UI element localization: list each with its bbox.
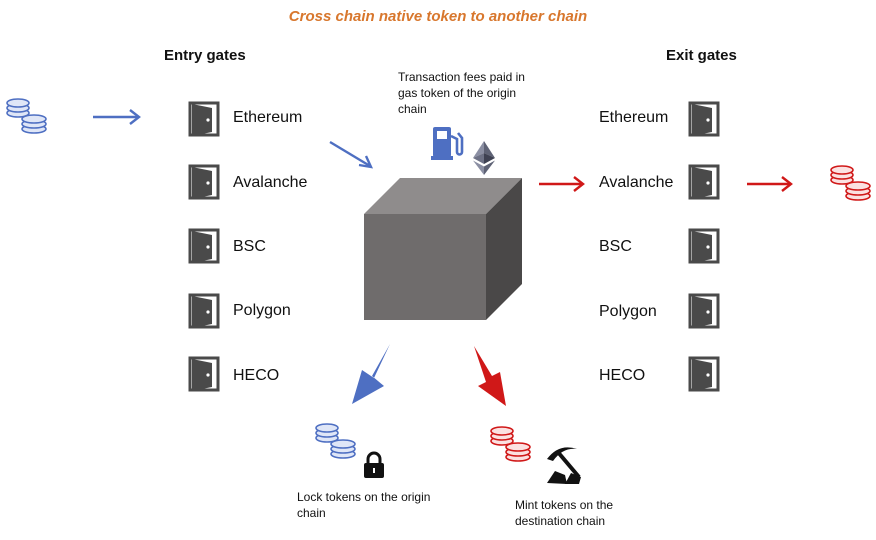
mint-arrow [474,346,506,406]
padlock-icon [364,451,384,478]
entry-door-icon-polygon [188,293,220,329]
bridge-cube [364,178,522,320]
lock-coin-stack-icon [315,423,356,459]
exit-door-icon-bsc [688,228,720,264]
exit-gate-ethereum: Ethereum [599,109,669,126]
lock-arrow [352,344,390,404]
ethereum-logo-icon [473,141,495,175]
entry-door-icon-ethereum [188,101,220,137]
red-coin-stack-icon [830,165,871,201]
exit-door-icon-heco [688,356,720,392]
entry-door-icon-avalanche [188,164,220,200]
exit-gate-avalanche: Avalanche [599,174,674,191]
diagram-title: Cross chain native token to another chai… [288,8,588,25]
entry-gate-heco: HECO [233,367,280,384]
blue-coin-stack-icon [6,98,47,134]
entry-gate-bsc: BSC [233,238,266,255]
exit-door-icon-polygon [688,293,720,329]
entry-gate-avalanche: Avalanche [233,174,308,191]
entry-gates-heading: Entry gates [164,47,246,64]
entry-gate-polygon: Polygon [233,302,291,319]
entry-arrow [93,109,141,125]
exit-gate-bsc: BSC [599,238,632,255]
pickaxe-icon [547,447,581,484]
cube-to-exit-arrow [539,176,585,192]
exit-gates-heading: Exit gates [666,47,737,64]
exit-door-icon-avalanche [688,164,720,200]
lock-note: Lock tokens on the origin chain [297,490,431,520]
exit-arrow [747,176,793,192]
exit-gate-heco: HECO [599,367,646,384]
exit-gate-polygon: Polygon [599,303,657,320]
fuel-pump-icon [431,127,464,160]
exit-door-icon-ethereum [688,101,720,137]
mint-coin-stack-icon [490,426,531,462]
gate-to-cube-arrow [329,140,374,169]
fee-note: Transaction fees paid in gas token of th… [398,70,525,116]
mint-note: Mint tokens on the destination chain [515,498,614,528]
entry-gate-ethereum: Ethereum [233,109,303,126]
entry-door-icon-bsc [188,228,220,264]
entry-door-icon-heco [188,356,220,392]
